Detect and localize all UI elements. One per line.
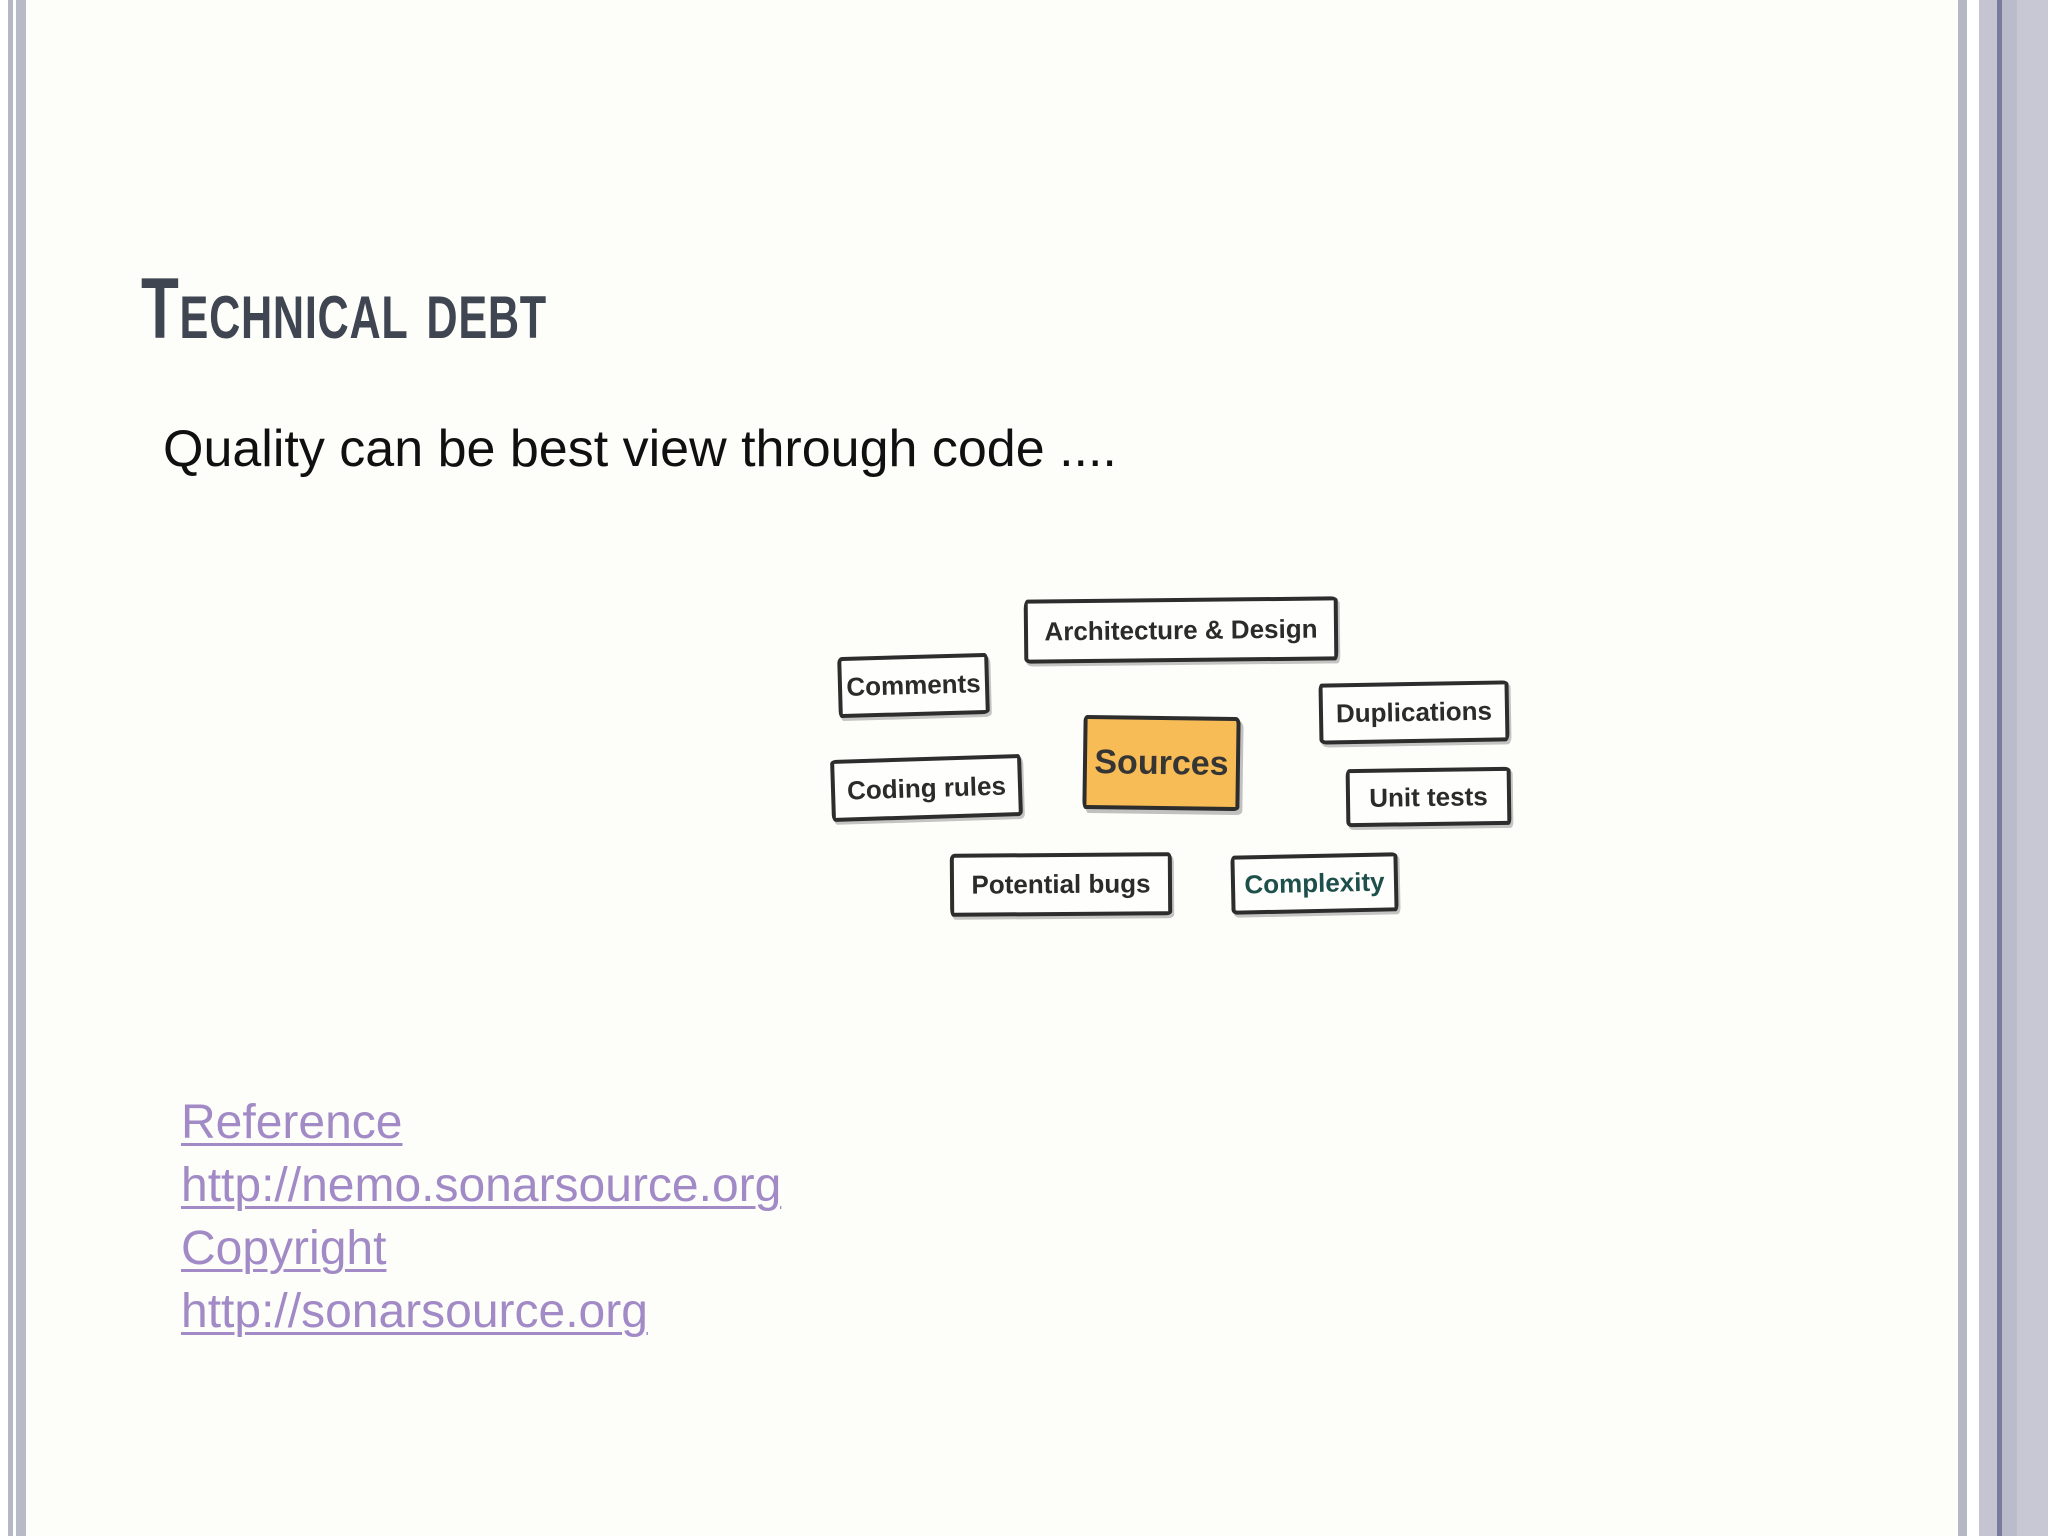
diagram-node-duplications: Duplications xyxy=(1318,680,1510,745)
slide-subtitle: Quality can be best view through code ..… xyxy=(163,420,1117,478)
diagram-node-label: Unit tests xyxy=(1369,780,1488,813)
diagram-node-architecture-design: Architecture & Design xyxy=(1023,596,1339,664)
reference-link[interactable]: Reference xyxy=(181,1096,403,1149)
diagram-node-label: Complexity xyxy=(1244,866,1385,900)
slide-canvas: Technical debt Quality can be best view … xyxy=(26,0,1958,1536)
nemo-sonarsource-link[interactable]: http://nemo.sonarsource.org xyxy=(181,1159,782,1212)
slide-title: Technical debt xyxy=(141,260,547,357)
copyright-link[interactable]: Copyright xyxy=(181,1222,387,1275)
diagram-node-label: Duplications xyxy=(1335,695,1493,729)
diagram-node-sources: Sources xyxy=(1082,714,1241,812)
right-edge-stripe-thin xyxy=(1958,0,1967,1536)
diagram-node-label: Comments xyxy=(845,668,982,702)
diagram-node-label: Architecture & Design xyxy=(1044,613,1318,646)
right-edge-panel-mid xyxy=(2002,0,2017,1536)
sonarsource-link[interactable]: http://sonarsource.org xyxy=(181,1285,648,1338)
diagram-node-unit-tests: Unit tests xyxy=(1345,766,1512,828)
diagram-node-potential-bugs: Potential bugs xyxy=(949,852,1173,917)
reference-links: Reference http://nemo.sonarsource.org Co… xyxy=(181,1091,781,1343)
code-quality-diagram: Architecture & Design Comments Duplicati… xyxy=(826,590,1526,935)
diagram-node-complexity: Complexity xyxy=(1230,852,1399,915)
diagram-node-label: Sources xyxy=(1094,742,1229,783)
right-edge-panel-line xyxy=(1997,0,2002,1536)
right-edge-panel xyxy=(1979,0,2048,1536)
diagram-node-label: Coding rules xyxy=(846,770,1007,805)
diagram-node-label: Potential bugs xyxy=(971,868,1151,900)
diagram-node-coding-rules: Coding rules xyxy=(830,754,1023,822)
diagram-node-comments: Comments xyxy=(837,652,990,719)
left-edge-stripe-wide xyxy=(16,0,26,1536)
right-edge-panel-right xyxy=(2017,0,2048,1536)
left-edge-stripe-thin xyxy=(8,0,13,1536)
